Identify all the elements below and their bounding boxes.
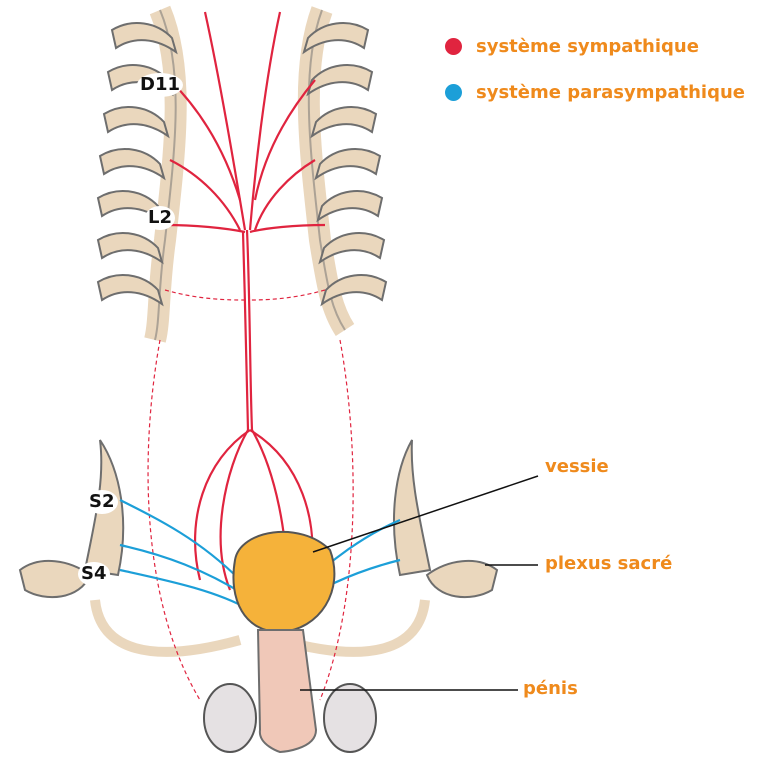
- label-vessie: vessie: [545, 456, 609, 477]
- sympathetic-nerves: [165, 12, 325, 590]
- label-s2: S2: [86, 490, 118, 514]
- label-plexus-sacre: plexus sacré: [545, 553, 672, 574]
- left-vertebral-chain: [98, 10, 176, 340]
- legend-item-sympathetic: système sympathique: [445, 36, 699, 57]
- label-l2: L2: [145, 206, 175, 230]
- legend-item-parasympathetic: système parasympathique: [445, 82, 745, 103]
- left-testis: [204, 684, 256, 752]
- legend-label-sympathetic: système sympathique: [476, 36, 699, 57]
- label-penis: pénis: [523, 678, 578, 699]
- label-d11: D11: [137, 73, 183, 97]
- legend-dot-parasympathetic: [445, 84, 462, 101]
- label-s4: S4: [78, 562, 110, 586]
- bladder: [233, 532, 334, 632]
- right-vertebral-chain: [304, 10, 386, 330]
- legend-label-parasympathetic: système parasympathique: [476, 82, 745, 103]
- legend-dot-sympathetic: [445, 38, 462, 55]
- right-testis: [324, 684, 376, 752]
